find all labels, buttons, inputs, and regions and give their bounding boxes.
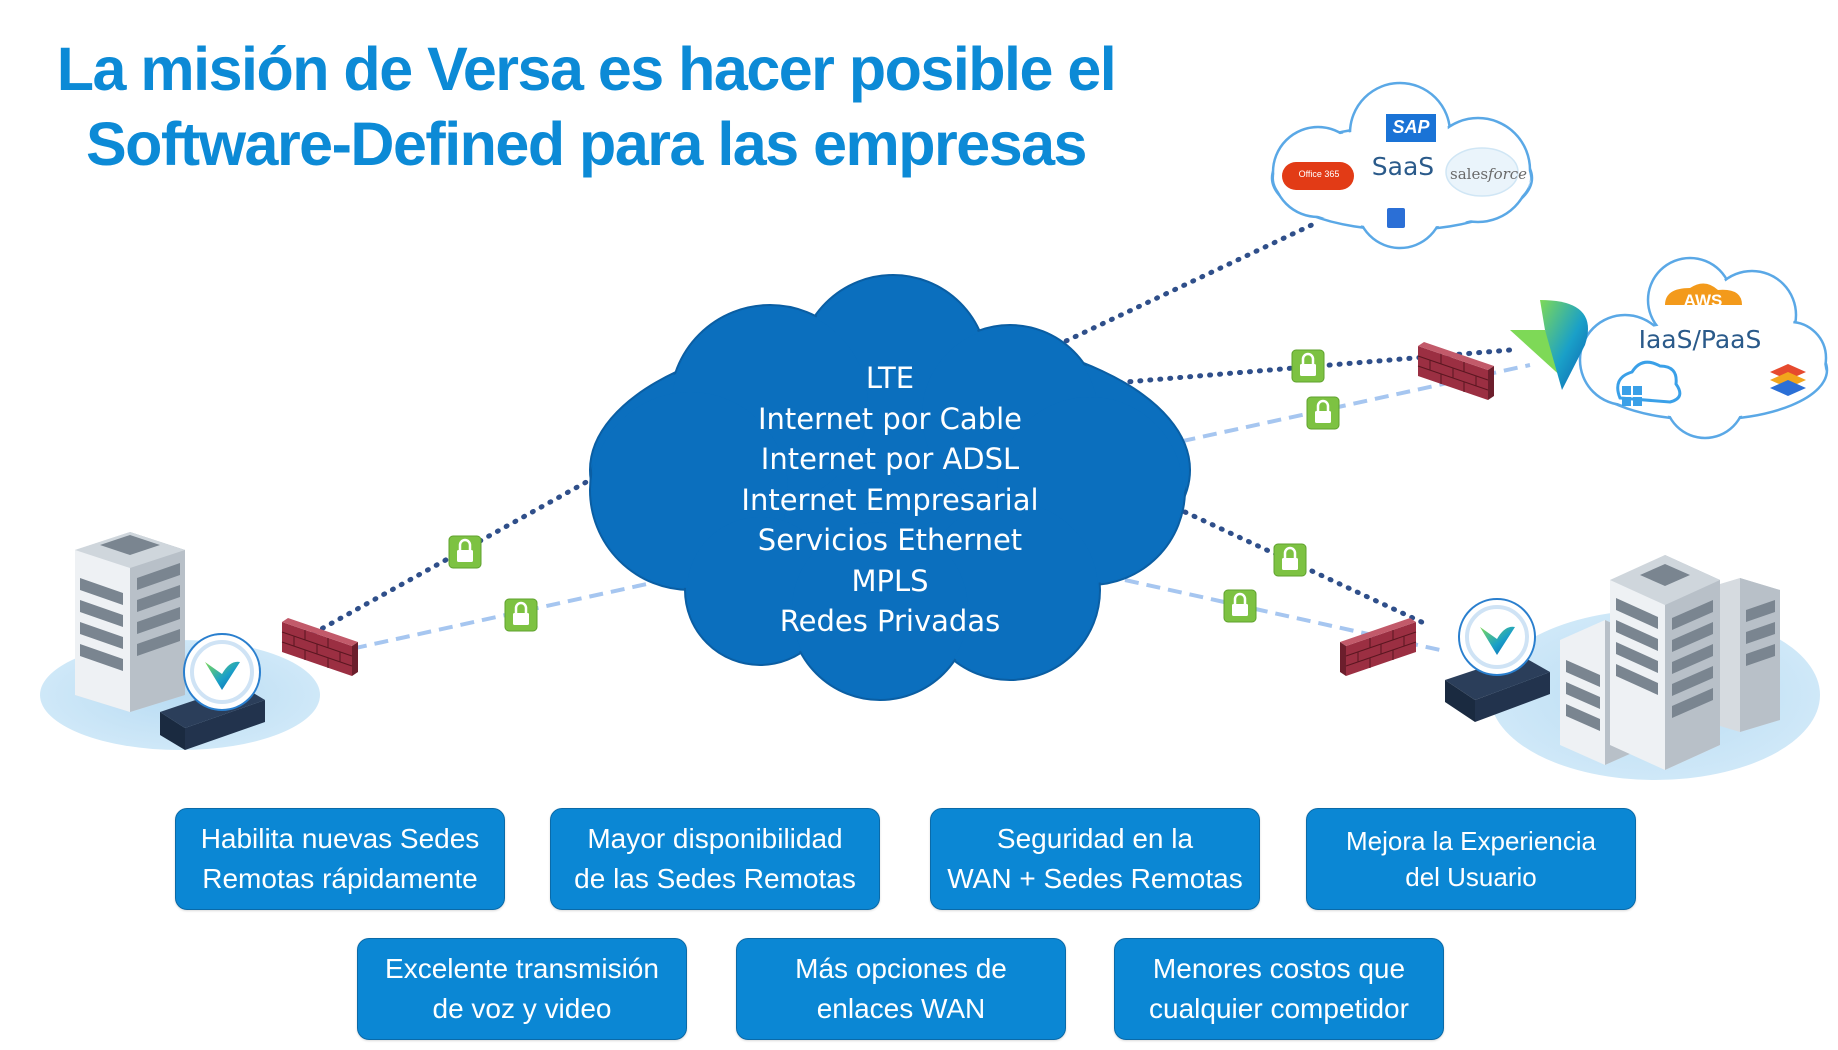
- aws-logo-icon: [1665, 283, 1742, 305]
- firewall-icon: [1339, 617, 1417, 677]
- dashed-link-left: [309, 578, 666, 660]
- lock-icon: [447, 534, 483, 570]
- transport-cloud: [589, 274, 1191, 701]
- title-line-2: Software-Defined para las empresas: [86, 110, 1087, 178]
- benefit-line: Mejora la Experiencia: [1345, 826, 1596, 856]
- transport-item: Servicios Ethernet: [757, 523, 1023, 557]
- benefit-line: Más opciones de: [795, 953, 1007, 984]
- benefit-box: Seguridad en la WAN + Sedes Remotas: [930, 808, 1260, 910]
- benefit-line: cualquier competidor: [1149, 993, 1409, 1024]
- lock-icon: [1272, 542, 1308, 578]
- benefit-line: enlaces WAN: [816, 993, 986, 1024]
- dotted-link-saas: [1027, 219, 1321, 361]
- saas-label: SaaS: [1371, 152, 1435, 181]
- transport-item: Redes Privadas: [779, 604, 1001, 638]
- benefit-line: Habilita nuevas Sedes: [200, 823, 480, 854]
- lock-icon: [1290, 348, 1326, 384]
- lock-icon: [503, 597, 539, 633]
- page-title: La misión de Versa es hacer posible el S…: [36, 32, 1136, 182]
- benefit-line: Remotas rápidamente: [202, 863, 478, 894]
- salesforce-logo-icon: [1445, 147, 1519, 197]
- lock-icon: [1222, 588, 1258, 624]
- sap-label: SAP: [1392, 117, 1430, 137]
- windows-logo-icon: [1622, 386, 1642, 406]
- transport-item: LTE: [865, 361, 915, 395]
- branch-site-left: [40, 532, 320, 750]
- office365-label: Office 365: [1298, 169, 1340, 179]
- transport-list: LTE Internet por Cable Internet por ADSL…: [700, 358, 1080, 642]
- aws-label: AWS: [1683, 291, 1723, 310]
- transport-item: Internet Empresarial: [741, 482, 1039, 517]
- benefit-line: del Usuario: [1405, 862, 1537, 892]
- versa-logo-icon: [1510, 300, 1588, 390]
- dotted-link-left: [302, 477, 593, 641]
- benefit-line: Excelente transmisión: [385, 953, 659, 984]
- lock-icon: [1305, 395, 1341, 431]
- stack-logo-icon: [1770, 364, 1806, 396]
- benefit-box: Mejora la Experiencia del Usuario: [1306, 808, 1636, 910]
- benefit-box: Menores costos que cualquier competidor: [1114, 938, 1444, 1040]
- benefit-line: de voz y video: [432, 993, 612, 1024]
- sap-logo-icon: [1386, 114, 1436, 142]
- firewall-icon: [1417, 341, 1495, 401]
- salesforce-label: salesforce: [1450, 165, 1527, 183]
- benefit-line: de las Sedes Remotas: [574, 863, 856, 894]
- sharepoint-logo-icon: [1387, 208, 1405, 228]
- iaas-cloud: [1578, 256, 1829, 440]
- transport-item: MPLS: [851, 563, 929, 598]
- azure-logo-icon: [1616, 360, 1682, 404]
- transport-item: Internet por Cable: [758, 401, 1022, 436]
- benefit-box: Más opciones de enlaces WAN: [736, 938, 1066, 1040]
- benefit-box: Mayor disponibilidad de las Sedes Remota…: [550, 808, 880, 910]
- benefit-box: Habilita nuevas Sedes Remotas rápidament…: [175, 808, 505, 910]
- benefit-box: Excelente transmisión de voz y video: [357, 938, 687, 1040]
- title-line-1: La misión de Versa es hacer posible el: [56, 35, 1117, 103]
- dotted-link-right: [1182, 509, 1431, 628]
- iaas-label: IaaS/PaaS: [1638, 325, 1762, 354]
- benefit-line: WAN + Sedes Remotas: [947, 863, 1243, 894]
- office365-logo-icon: [1282, 162, 1354, 190]
- salesforce-label-a: sales: [1450, 165, 1489, 183]
- salesforce-label-b: force: [1488, 165, 1528, 183]
- transport-item: Internet por ADSL: [760, 442, 1020, 476]
- benefit-line: Menores costos que: [1152, 953, 1406, 984]
- benefit-line: Seguridad en la: [996, 823, 1194, 854]
- benefit-line: Mayor disponibilidad: [587, 823, 843, 854]
- headquarters-site-right: [1445, 555, 1820, 780]
- saas-cloud: [1270, 81, 1534, 250]
